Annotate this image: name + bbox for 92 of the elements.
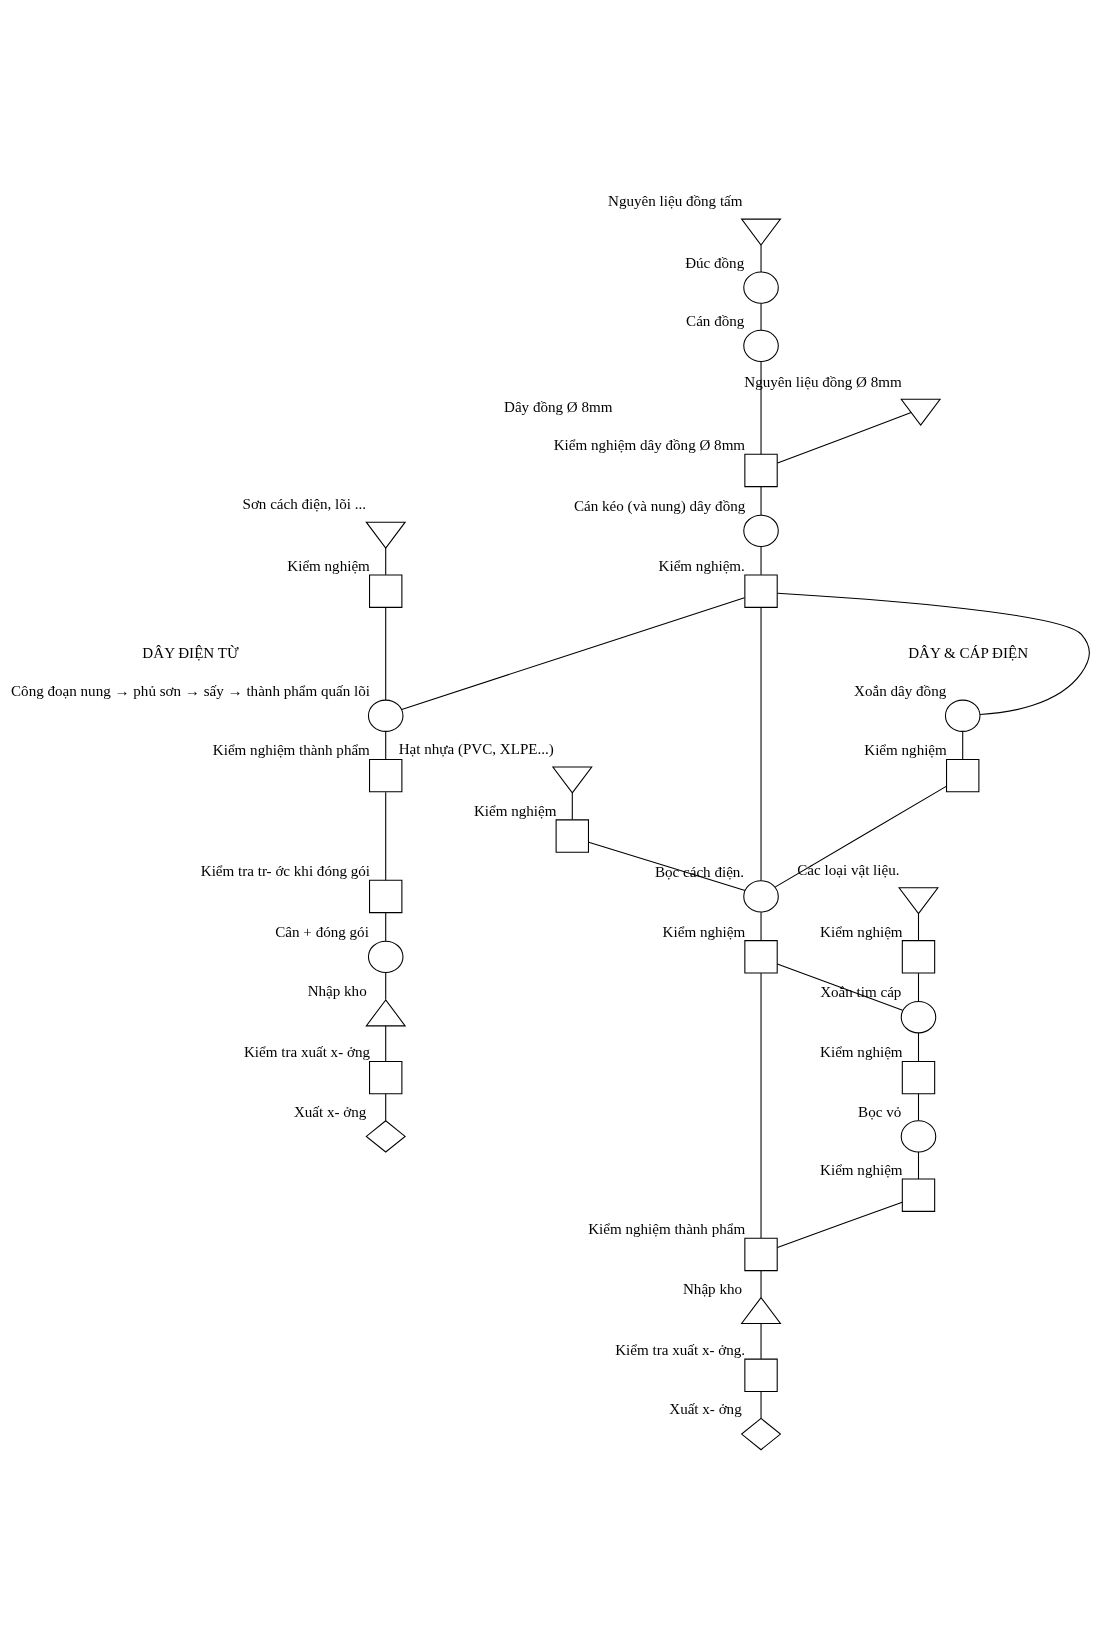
- node-box: [744, 1358, 778, 1392]
- connector: [917, 1093, 920, 1122]
- node-box: [744, 453, 778, 488]
- node-label: Kiểm tra tr- ớc khi đóng gói: [200, 863, 371, 880]
- connector: [760, 302, 762, 331]
- node-label: Xoắn tim cáp: [820, 984, 902, 1001]
- node-box: [946, 758, 980, 793]
- node-box: [901, 940, 936, 974]
- node-box: [901, 1060, 936, 1095]
- connector: [385, 730, 387, 760]
- node-box: [744, 574, 778, 608]
- node-box: [369, 879, 403, 914]
- node-label: Kiểm nghiệm: [662, 923, 746, 940]
- node-circle: [743, 271, 779, 304]
- node-label: Cán đồng: [686, 313, 745, 330]
- node-box: [744, 940, 778, 974]
- node-circle: [743, 514, 779, 547]
- node-box: [369, 1060, 403, 1095]
- node-box: [369, 758, 403, 793]
- node-label: Đúc đồng: [685, 254, 745, 271]
- node-box: [901, 1178, 936, 1212]
- connector: [760, 1270, 762, 1299]
- connector: [401, 597, 745, 710]
- node-label: Kiểm nghiệm dây đồng Ø 8mm: [553, 437, 746, 454]
- node-label: Kiểm tra xuất x- ởng.: [615, 1341, 746, 1358]
- node-diamond: [365, 1120, 406, 1153]
- connector: [917, 972, 920, 1003]
- connector: [917, 913, 920, 941]
- connector: [777, 412, 912, 464]
- connector: [776, 592, 1090, 715]
- connector: [760, 244, 762, 273]
- label: Dây đồng Ø 8mm: [504, 398, 613, 415]
- connector: [776, 963, 904, 1011]
- connector: [760, 486, 762, 516]
- node-label: Kiểm nghiệm.: [658, 557, 745, 574]
- node-circle: [900, 1120, 937, 1153]
- node-circle: [944, 699, 981, 732]
- node-label: Kiểm nghiệm: [820, 923, 903, 940]
- connector: [385, 1093, 387, 1122]
- connector: [385, 791, 387, 881]
- node-box: [369, 574, 403, 608]
- node-label: Kiểm nghiệm: [473, 802, 557, 819]
- connector: [385, 972, 387, 1001]
- node-label: Kiểm tra xuất x- ởng: [243, 1044, 371, 1061]
- connector: [760, 1323, 762, 1360]
- node-label: Bọc vỏ: [858, 1103, 902, 1120]
- connector: [760, 1391, 762, 1419]
- connector: [385, 1025, 387, 1062]
- node-label: Kiểm nghiệm: [864, 742, 947, 759]
- node-label: Kiểm nghiệm: [287, 557, 370, 574]
- connector: [776, 1201, 903, 1248]
- node-circle: [367, 940, 404, 973]
- connector: [385, 912, 387, 942]
- node-label: Kiểm nghiệm thành phẩm: [588, 1221, 746, 1238]
- connector: [760, 972, 762, 1239]
- node-label: Nguyên liệu đồng tấm: [608, 193, 743, 210]
- node-label: Nhập kho: [307, 982, 367, 999]
- connector: [571, 792, 573, 821]
- node-label: Sơn cách điện, lõi ...: [242, 496, 367, 513]
- connector: [588, 841, 746, 891]
- label: DÂY & CÁP ĐIỆN: [908, 644, 1029, 661]
- connector: [760, 607, 762, 882]
- node-label: Xuất x- ởng: [669, 1401, 742, 1418]
- label: DÂY ĐIỆN TỪ: [142, 644, 239, 661]
- connector: [760, 361, 762, 455]
- connector: [385, 607, 387, 701]
- node-label: Các loại vật liệu.: [797, 862, 900, 879]
- node-circle: [367, 699, 404, 732]
- node-label: Cán kéo (và nung) dây đồng: [574, 498, 746, 515]
- node-label: Kiểm nghiệm: [820, 1044, 903, 1061]
- node-box: [744, 1237, 778, 1272]
- node-label: Bọc cách điện.: [654, 863, 745, 880]
- node-label: Hạt nhựa (PVC, XLPE...): [398, 741, 554, 758]
- connector: [917, 1032, 920, 1062]
- node-label: Kiểm nghiệm thành phẩm: [212, 742, 370, 759]
- node-label: Xuất x- ởng: [293, 1103, 367, 1120]
- node-label: Nhập kho: [682, 1280, 743, 1297]
- node-circle: [743, 880, 779, 913]
- connector: [760, 911, 762, 941]
- node-label: Công đoạn nung → phủ sơn → sấy → thành phẩm quấn lõi: [11, 683, 370, 700]
- node-label: Xoắn dây đồng: [854, 683, 947, 700]
- node-box: [555, 819, 589, 853]
- connector: [962, 730, 964, 760]
- connector: [760, 546, 762, 576]
- node-circle: [743, 329, 779, 363]
- connector: [917, 1151, 920, 1180]
- connector: [385, 547, 387, 576]
- node-label: Kiểm nghiệm: [820, 1161, 903, 1178]
- node-diamond: [740, 1417, 782, 1451]
- node-circle: [900, 1001, 937, 1034]
- node-label: Cân + đóng gói: [275, 924, 369, 941]
- connector: [774, 785, 947, 888]
